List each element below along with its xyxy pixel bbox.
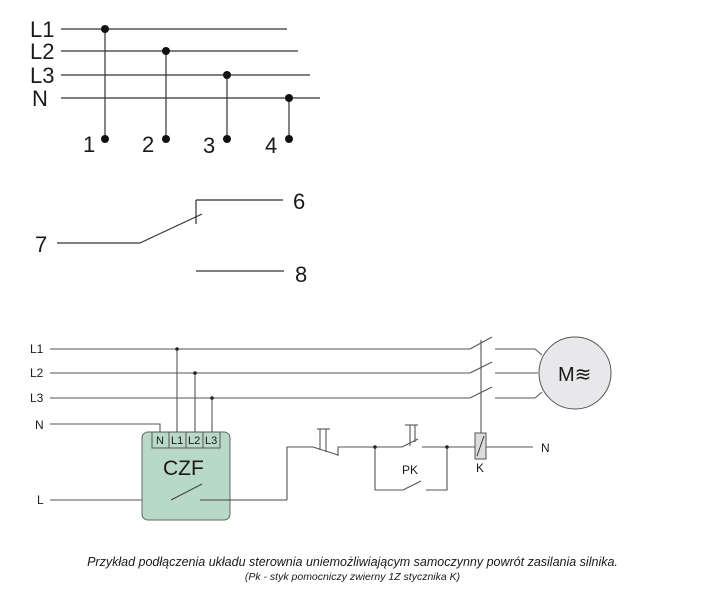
aux-contact xyxy=(402,480,422,491)
czf-terminal-l3: L3 xyxy=(205,435,217,447)
czf-terminal-l2: L2 xyxy=(188,435,200,447)
terminal-dot xyxy=(223,135,231,143)
terminal-label-1: 1 xyxy=(83,132,95,157)
coil-label: K xyxy=(476,461,484,475)
terminal-dot xyxy=(162,135,170,143)
motor-label: M≋ xyxy=(558,364,591,386)
junction-dot xyxy=(223,71,231,79)
circuit-bus-n xyxy=(50,423,161,432)
circuit-label-n: N xyxy=(35,418,44,432)
bus-label-l1: L1 xyxy=(30,17,54,42)
terminal-label-4: 4 xyxy=(265,133,277,158)
caption-line-2: (Pk - styk pomocniczy zwierny 1Z styczni… xyxy=(244,571,461,583)
caption-line-1: Przykład podłączenia układu sterownia un… xyxy=(87,555,618,569)
bus-label-l2: L2 xyxy=(30,39,54,64)
bus-label-l3: L3 xyxy=(30,63,54,88)
czf-module xyxy=(141,431,287,521)
junction-dot xyxy=(285,94,293,102)
switch-label-7: 7 xyxy=(35,232,47,257)
junction-dot xyxy=(101,25,109,33)
aux-contact-label: PK xyxy=(402,463,418,477)
czf-terminal-n: N xyxy=(156,435,164,447)
circuit-label-l2: L2 xyxy=(30,366,44,380)
terminal-label-2: 2 xyxy=(142,132,154,157)
circuit-label-l1: L1 xyxy=(30,342,44,356)
changeover-switch xyxy=(57,199,284,272)
switch-label-8: 8 xyxy=(295,262,307,287)
contactor-coil xyxy=(474,432,487,460)
czf-module-name: CZF xyxy=(163,457,204,480)
terminal-dot xyxy=(101,135,109,143)
motor xyxy=(538,336,612,410)
bus-label-n: N xyxy=(32,86,48,111)
czf-terminal-l1: L1 xyxy=(171,435,183,447)
terminal-dot xyxy=(285,135,293,143)
terminal-label-3: 3 xyxy=(203,133,215,158)
circuit-label-l3: L3 xyxy=(30,391,44,405)
circuit-label-l: L xyxy=(37,493,44,507)
junction-dot xyxy=(162,47,170,55)
switch-label-6: 6 xyxy=(293,189,305,214)
coil-neutral-label: N xyxy=(541,441,550,455)
